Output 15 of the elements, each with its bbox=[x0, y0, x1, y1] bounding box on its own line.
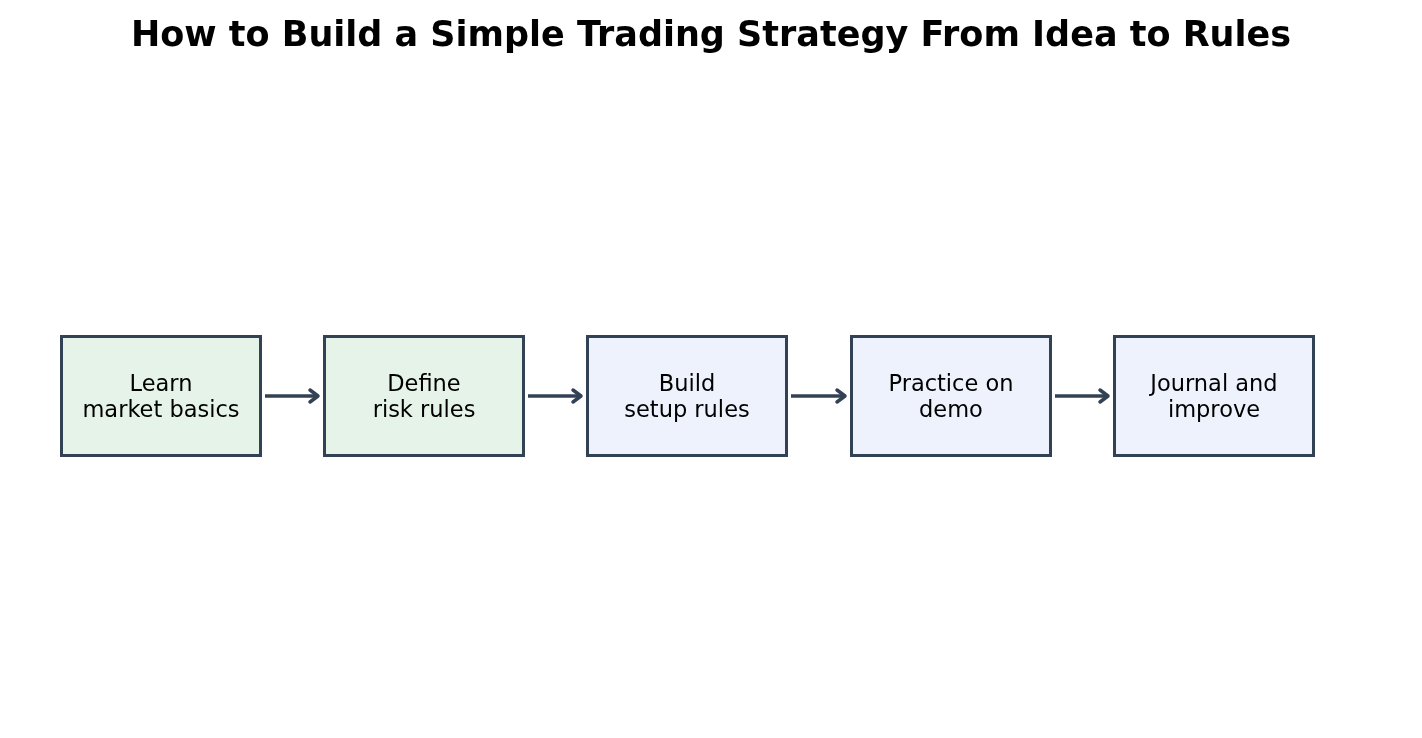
step-label: Learn market basics bbox=[82, 370, 240, 422]
step-label: Build setup rules bbox=[624, 370, 750, 422]
process-box bbox=[850, 335, 1052, 457]
process-box bbox=[586, 335, 788, 457]
step-label: Journal and improve bbox=[1150, 370, 1278, 422]
arrow bbox=[791, 388, 847, 404]
process-box bbox=[60, 335, 262, 457]
arrow bbox=[1055, 388, 1110, 404]
arrow bbox=[265, 388, 320, 404]
step-label: Define risk rules bbox=[372, 370, 476, 422]
arrow bbox=[528, 388, 583, 404]
step-label: Practice on demo bbox=[888, 370, 1014, 422]
diagram-title: How to Build a Simple Trading Strategy From Idea to Rules bbox=[130, 13, 1292, 56]
process-box bbox=[1113, 335, 1315, 457]
process-box bbox=[323, 335, 525, 457]
